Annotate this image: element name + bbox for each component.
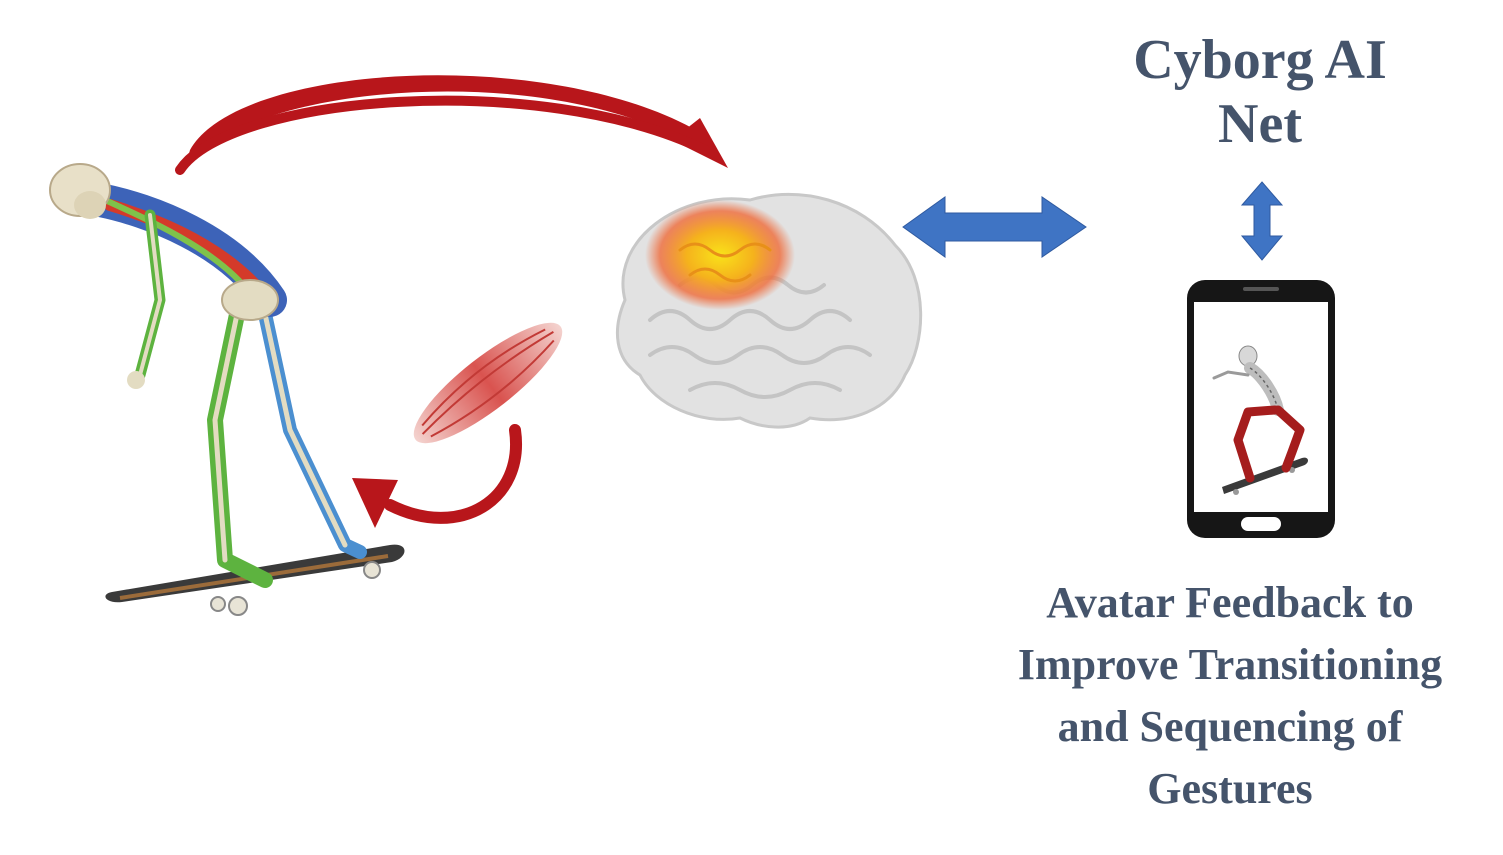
horizontal-double-arrow bbox=[902, 196, 1087, 258]
cyborg-ai-net-title: Cyborg AI Net bbox=[1090, 28, 1430, 156]
caption-line-1: Avatar Feedback to bbox=[1046, 578, 1414, 627]
caption-line-4: Gestures bbox=[1147, 764, 1313, 813]
caption-line-2: Improve Transitioning bbox=[1017, 640, 1443, 689]
title-line-2: Net bbox=[1218, 93, 1302, 155]
smartphone-icon bbox=[1187, 280, 1335, 538]
muscle-icon bbox=[413, 322, 563, 444]
lower-loop-arrow bbox=[352, 424, 523, 528]
brain-icon bbox=[615, 192, 923, 429]
caption-line-3: and Sequencing of bbox=[1057, 702, 1403, 751]
avatar-skeleton-icon bbox=[1212, 345, 1308, 495]
top-loop-arrow bbox=[175, 75, 728, 175]
skeleton-skateboarder-icon bbox=[49, 163, 405, 616]
avatar-feedback-caption: Avatar Feedback to Improve Transitioning… bbox=[960, 572, 1500, 820]
title-line-1: Cyborg AI bbox=[1133, 29, 1387, 91]
vertical-double-arrow bbox=[1240, 181, 1284, 261]
